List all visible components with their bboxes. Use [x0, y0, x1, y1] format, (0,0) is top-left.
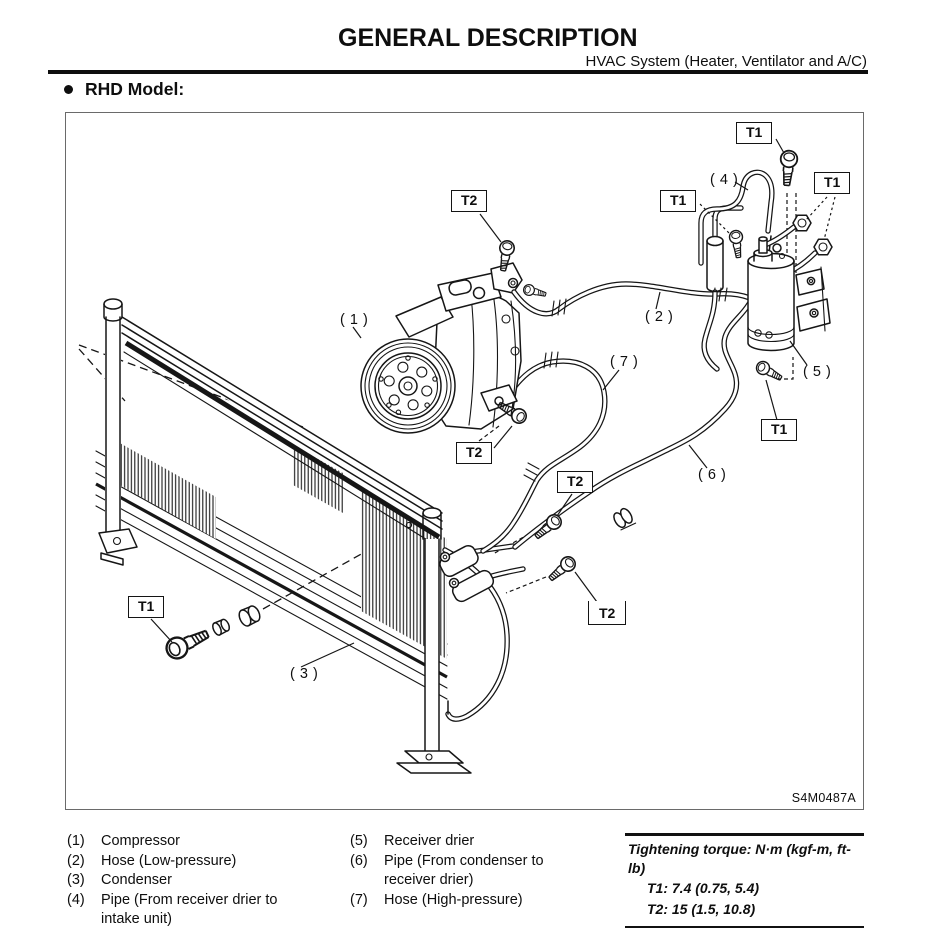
- torque-note: Tightening torque: N·m (kgf-m, ft-lb) T1…: [625, 833, 864, 928]
- legend-item-number: (4): [67, 891, 85, 908]
- legend-item: (6) Pipe (From condenser to receiver drie…: [350, 852, 552, 891]
- legend-item-number: (2): [67, 852, 85, 869]
- legend-item-label: Pipe (From receiver drier to intake unit…: [101, 891, 278, 928]
- torque-tag-t2-pipe-lower: T2: [588, 601, 627, 625]
- legend-item: (2) Hose (Low-pressure): [67, 852, 301, 872]
- legend-item: (4) Pipe (From receiver drier to intake u…: [67, 891, 301, 928]
- torque-tag-t2-pipe-upper: T2: [557, 471, 594, 493]
- part-label-part-7: ( 7 ): [610, 354, 639, 370]
- legend-item-label: Compressor: [101, 833, 180, 849]
- pipe-joint-cluster: [439, 543, 523, 603]
- part-label-part-5: ( 5 ): [803, 364, 832, 380]
- torque-title: Tightening torque: N·m (kgf-m, ft-lb): [628, 841, 851, 876]
- torque-tag-t1-left: T1: [660, 190, 697, 212]
- condenser-drawing: [95, 298, 507, 774]
- legend-item-number: (6): [350, 852, 368, 869]
- page-subtitle: HVAC System (Heater, Ventilator and A/C): [585, 53, 867, 70]
- torque-tag-t1-condenser: T1: [128, 596, 165, 618]
- legend-item: (3) Condenser: [67, 871, 301, 891]
- hose-high-pressure: [483, 351, 605, 551]
- part-label-part-1: ( 1 ): [340, 312, 369, 328]
- legend-item-number: (7): [350, 891, 368, 908]
- pipe-condenser-to-receiver: [515, 304, 749, 547]
- hvac-diagram-svg: [78, 138, 836, 774]
- legend-item: (7) Hose (High-pressure): [350, 891, 552, 911]
- legend-item-number: (3): [67, 872, 85, 889]
- legend-item-number: (1): [67, 833, 85, 849]
- figure-panel: S4M0487A: [65, 112, 864, 810]
- torque-tag-t2-compressor-top: T2: [451, 190, 488, 212]
- legend-item-label: Receiver drier: [384, 833, 475, 849]
- legend-item-label: Hose (Low-pressure): [101, 852, 237, 869]
- legend-column-1: (1) Compressor (2) Hose (Low-pressure) (3) Co…: [67, 832, 301, 928]
- torque-tag-t1-top: T1: [736, 122, 773, 144]
- model-heading-label: RHD Model:: [85, 79, 185, 99]
- torque-t2: T2: 15 (1.5, 10.8): [647, 900, 756, 917]
- legend-column-2: (5) Receiver drier (6) Pipe (From condenser…: [350, 832, 552, 910]
- bullet-icon: [64, 85, 73, 94]
- legend-item-label: Pipe (From condenser to receiver drier): [384, 852, 544, 889]
- part-label-part-2: ( 2 ): [645, 309, 674, 325]
- receiver-drier-drawing: [701, 172, 833, 369]
- header-rule: [48, 70, 868, 74]
- legend-item: (1) Compressor: [67, 832, 301, 852]
- compressor-drawing: [360, 262, 523, 434]
- legend-item: (5) Receiver drier: [350, 832, 552, 852]
- page-title: GENERAL DESCRIPTION: [338, 24, 638, 52]
- part-label-part-4: ( 4 ): [710, 172, 739, 188]
- legend-item-number: (5): [350, 833, 368, 849]
- torque-tag-t2-compressor-side: T2: [456, 442, 493, 464]
- part-label-part-6: ( 6 ): [698, 467, 727, 483]
- part-label-part-3: ( 3 ): [290, 666, 319, 682]
- pipe-clamp: [613, 507, 637, 531]
- condenser-mount-bolt: [161, 605, 261, 664]
- figure-code: S4M0487A: [791, 791, 856, 805]
- legend-item-label: Condenser: [101, 872, 172, 889]
- model-heading: RHD Model:: [64, 79, 184, 100]
- legend-item-label: Hose (High-pressure): [384, 891, 523, 908]
- torque-tag-t1-right: T1: [814, 172, 851, 194]
- torque-tag-t1-receiver: T1: [761, 419, 798, 441]
- torque-t1: T1: 7.4 (0.75, 5.4): [647, 880, 760, 896]
- callout-leader-lines: [150, 138, 836, 668]
